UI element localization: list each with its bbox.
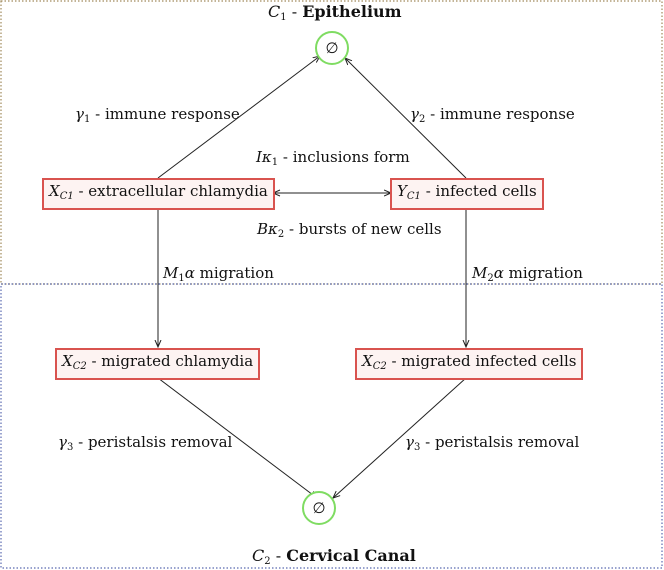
node-migrated-infected-cells: XC2 - migrated infected cells <box>355 348 584 380</box>
cervical-canal-frame <box>0 283 663 569</box>
label-m1-migration: M1α migration <box>163 264 274 284</box>
label-gamma3-peristalsis-left: γ3 - peristalsis removal <box>58 433 233 453</box>
label-m2-migration: M2α migration <box>472 264 583 284</box>
edge-gamma1 <box>157 56 320 179</box>
label-gamma3-peristalsis-right: γ3 - peristalsis removal <box>405 433 580 453</box>
empty-set-sink-top: ∅ <box>315 31 349 65</box>
label-gamma2-immune-response: γ2 - immune response <box>410 105 575 125</box>
label-inclusions-form: Iκ1 - inclusions form <box>256 148 410 168</box>
label-gamma1-immune-response: γ1 - immune response <box>75 105 240 125</box>
node-extracellular-chlamydia: XC1 - extracellular chlamydia <box>42 178 275 210</box>
node-infected-cells: YC1 - infected cells <box>390 178 544 210</box>
edge-gamma2 <box>345 58 467 179</box>
edge-gamma3-left <box>157 377 317 498</box>
edge-gamma3-right <box>333 377 467 498</box>
label-bursts-of-new-cells: Bκ2 - bursts of new cells <box>257 220 442 240</box>
compartment-title-cervical-canal: C2 - Cervical Canal <box>252 546 416 567</box>
node-migrated-chlamydia: XC2 - migrated chlamydia <box>55 348 261 380</box>
empty-set-sink-bottom: ∅ <box>302 491 336 525</box>
compartment-title-epithelium: C1 - Epithelium <box>268 2 402 23</box>
